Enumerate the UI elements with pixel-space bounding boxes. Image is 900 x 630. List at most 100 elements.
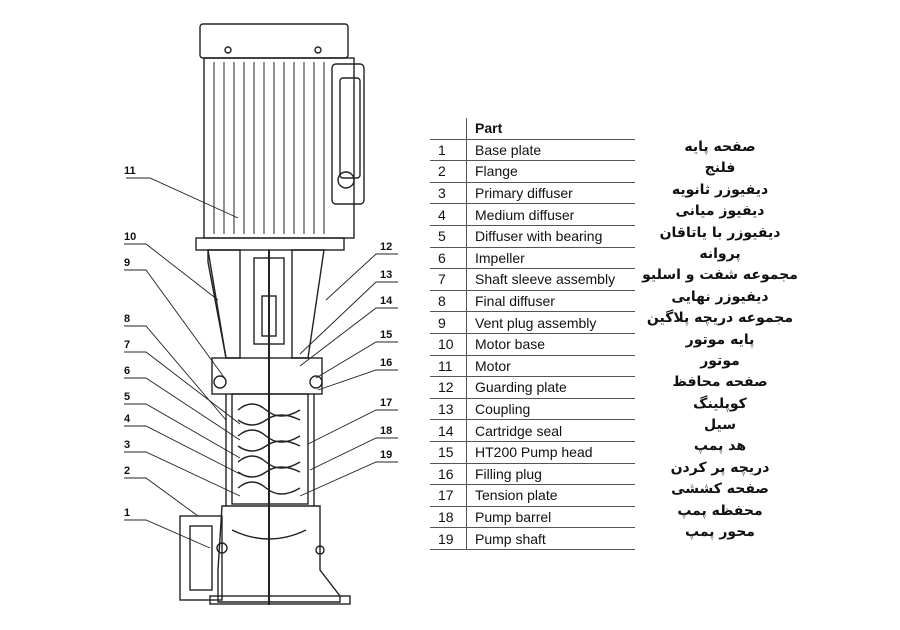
inlet-flange (179, 515, 223, 601)
part-name: Impeller (466, 247, 635, 270)
vent-plug (213, 375, 227, 389)
callout-15: 15 (380, 329, 392, 341)
terminal-box (331, 63, 365, 205)
part-number: 7 (430, 268, 467, 291)
callout-13: 13 (380, 269, 392, 281)
part-name: Pump barrel (466, 506, 635, 529)
part-number: 4 (430, 203, 467, 226)
callout-19: 19 (380, 449, 392, 461)
persian-part-name: دیفیوزر با یاتاقان (659, 224, 781, 241)
pump-base (217, 505, 341, 603)
persian-part-name: مجموعه شفت و اسلیو (642, 267, 798, 284)
part-number: 9 (430, 311, 467, 334)
part-name: Diffuser with bearing (466, 225, 635, 248)
pump-barrel (231, 393, 309, 505)
part-name: Motor base (466, 333, 635, 356)
callout-12: 12 (380, 241, 392, 253)
part-name: HT200 Pump head (466, 441, 635, 464)
persian-part-name: دریچه پر کردن (670, 459, 770, 476)
part-name: Flange (466, 160, 635, 183)
part-name: Tension plate (466, 484, 635, 507)
persian-part-name: دیفیوزر نهایی (671, 288, 769, 305)
callout-14: 14 (380, 295, 393, 307)
part-number: 6 (430, 247, 467, 270)
part-number: 3 (430, 182, 467, 205)
part-name: Pump shaft (466, 527, 635, 550)
part-number: 19 (430, 527, 467, 550)
part-number: 10 (430, 333, 467, 356)
filling-plug (309, 375, 323, 389)
header-number (430, 118, 467, 140)
part-name: Coupling (466, 398, 635, 421)
part-number: 5 (430, 225, 467, 248)
table-header-row: Part (430, 118, 635, 140)
part-name: Motor (466, 355, 635, 378)
part-number: 2 (430, 160, 467, 183)
motor-flange (195, 237, 345, 251)
persian-part-name: مجموعه دریچه پلاگین (646, 310, 794, 327)
callout-9: 9 (124, 257, 130, 269)
part-number: 12 (430, 376, 467, 399)
motor-base (207, 249, 325, 359)
base-plate (209, 595, 351, 605)
callout-11: 11 (124, 165, 136, 177)
part-name: Vent plug assembly (466, 311, 635, 334)
callout-5: 5 (124, 391, 130, 403)
callout-18: 18 (380, 425, 392, 437)
part-number: 13 (430, 398, 467, 421)
persian-part-name: فلنج (704, 160, 736, 177)
callout-1: 1 (124, 507, 130, 519)
part-number: 11 (430, 355, 467, 378)
part-number: 17 (430, 484, 467, 507)
persian-part-name: هد پمپ (693, 438, 747, 455)
part-number: 8 (430, 290, 467, 313)
part-name: Cartridge seal (466, 419, 635, 442)
part-name: Filling plug (466, 463, 635, 486)
callout-3: 3 (124, 439, 130, 451)
persian-part-name: محور پمپ (685, 524, 755, 541)
part-number: 15 (430, 441, 467, 464)
persian-part-name: کوپلینگ (693, 395, 747, 412)
persian-part-name: پروانه (699, 245, 741, 262)
callout-6: 6 (124, 365, 130, 377)
part-name: Final diffuser (466, 290, 635, 313)
header-part: Part (466, 118, 635, 140)
callout-8: 8 (124, 313, 130, 325)
impeller-stages (237, 403, 301, 495)
flange-bolt (216, 542, 228, 554)
part-name: Medium diffuser (466, 203, 635, 226)
part-name: Base plate (466, 139, 635, 162)
part-number: 14 (430, 419, 467, 442)
part-number: 18 (430, 506, 467, 529)
callout-2: 2 (124, 465, 130, 477)
motor-fins (213, 62, 325, 234)
persian-part-name: محفظه پمپ (677, 502, 763, 519)
pump-head (211, 357, 323, 395)
callout-4: 4 (124, 413, 131, 425)
part-number: 1 (430, 139, 467, 162)
callout-leaders (124, 177, 398, 549)
persian-part-name: دیفیوزر ثانویه (671, 181, 769, 198)
persian-part-name: سیل (704, 417, 736, 434)
part-name: Shaft sleeve assembly (466, 268, 635, 291)
persian-part-name: دیفیوز میانی (675, 203, 765, 220)
persian-part-name: پایه موتور (685, 331, 755, 348)
callout-7: 7 (124, 339, 130, 351)
callout-10: 10 (124, 231, 136, 243)
